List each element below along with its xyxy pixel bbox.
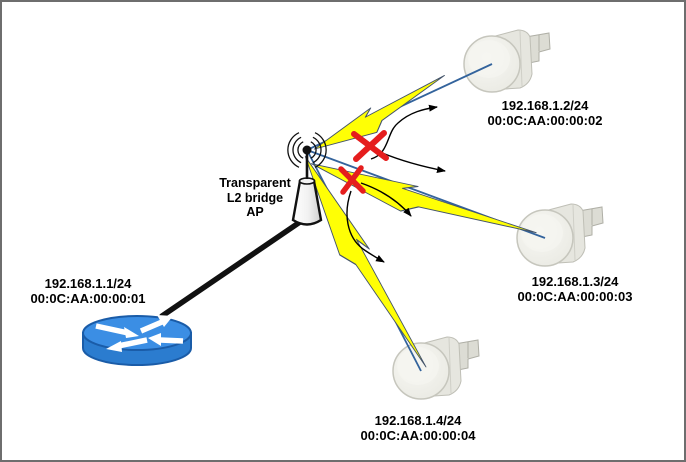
client2-ip: 192.168.1.2/24 [501, 98, 589, 113]
blocked-x-icon-2 [338, 165, 366, 195]
lightning-bolt-client2-icon [308, 72, 455, 161]
ap-antenna-icon [287, 132, 327, 226]
blocked-arrow-to-client4 [346, 190, 385, 263]
wireless-client3-icon [516, 203, 604, 267]
router-label: 192.168.1.1/24 00:0C:AA:00:00:01 [2, 276, 188, 306]
ap-label: Transparent L2 bridge AP [219, 176, 291, 219]
router-icon [82, 315, 192, 366]
blocked-x-icon-1 [351, 130, 389, 162]
wireless-client4-icon [392, 336, 480, 400]
client3-label: 192.168.1.3/24 00:0C:AA:00:00:03 [475, 274, 675, 304]
radio-waves-icon [287, 132, 327, 168]
client2-label: 192.168.1.2/24 00:0C:AA:00:00:02 [445, 98, 645, 128]
client2-mac: 00:0C:AA:00:00:02 [487, 113, 603, 128]
router-ip: 192.168.1.1/24 [44, 276, 132, 291]
wireless-client2-icon [463, 29, 551, 93]
router-arrows-icon [95, 315, 184, 352]
blocked-arrow-to-client2 [370, 104, 438, 160]
ethernet-cable-line [159, 219, 303, 319]
client3-ip: 192.168.1.3/24 [531, 274, 619, 289]
client4-mac: 00:0C:AA:00:00:04 [360, 428, 476, 443]
client4-ip: 192.168.1.4/24 [374, 413, 462, 428]
blocked-arrow-to-client3-lower [360, 182, 412, 217]
router-mac: 00:0C:AA:00:00:01 [30, 291, 146, 306]
client3-mac: 00:0C:AA:00:00:03 [517, 289, 633, 304]
client4-label: 192.168.1.4/24 00:0C:AA:00:00:04 [318, 413, 518, 443]
